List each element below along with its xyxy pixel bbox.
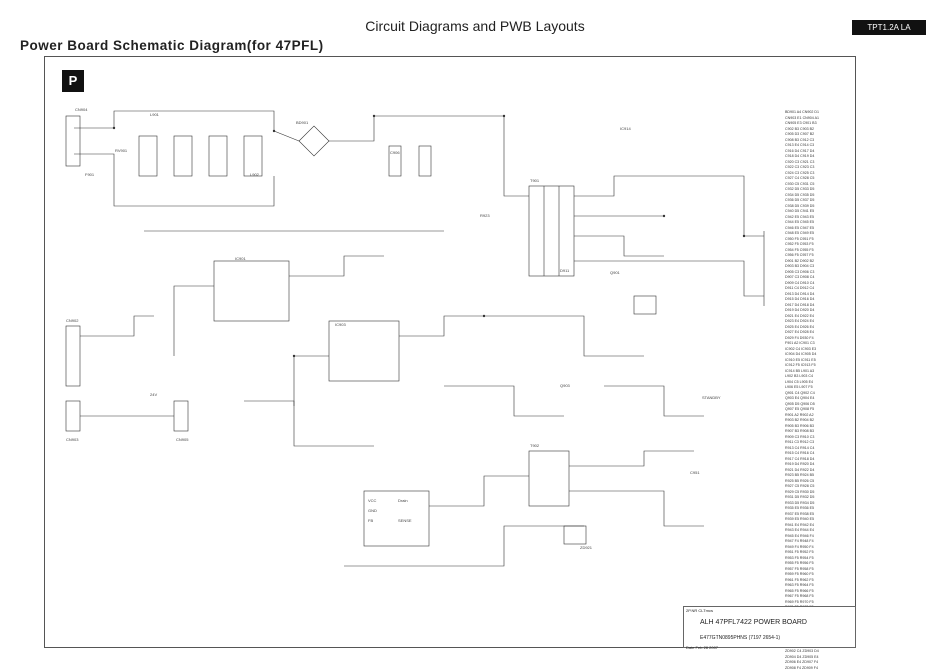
page-title: Circuit Diagrams and PWB Layouts (0, 18, 950, 34)
label-f901: F901 (85, 172, 94, 177)
label-zd921: ZD921 (580, 545, 592, 550)
label-vcc: VCC (368, 498, 376, 503)
label-standby: STANDBY (702, 395, 721, 400)
title-block-header: 2P.NR CLTmcs (686, 608, 713, 613)
label-ic903: IC903 (335, 322, 346, 327)
label-c951: C951 (690, 470, 700, 475)
ac-connector (66, 116, 80, 166)
label-sense: SENSE (398, 518, 412, 523)
board-name: ALH 47PFL7422 POWER BOARD (700, 619, 807, 626)
wiring (66, 111, 764, 566)
label-fb: FB (368, 518, 373, 523)
ic901 (214, 261, 289, 321)
version-badge: TPT1.2A LA (852, 20, 926, 35)
label-cn905: CN905 (176, 437, 188, 442)
label-rv901: RV901 (115, 148, 127, 153)
cn902-connector (66, 326, 80, 386)
transformer-t901 (529, 186, 574, 276)
label-cn903: CN903 (66, 437, 78, 442)
label-l902: L902 (250, 172, 259, 177)
transformer-t902 (529, 451, 569, 506)
label-l901: L901 (150, 112, 159, 117)
label-q903: Q903 (560, 383, 570, 388)
label-q901: Q901 (610, 270, 620, 275)
label-ic914: IC914 (620, 126, 631, 131)
label-drain: Drain (398, 498, 408, 503)
optocoupler-1 (634, 296, 656, 314)
label-bd901: BD901 (296, 120, 308, 125)
label-24v: 24V (150, 392, 157, 397)
label-cn904: CN904 (75, 107, 87, 112)
label-t901: T901 (530, 178, 539, 183)
schematic-diagram (44, 56, 856, 648)
ic903 (329, 321, 399, 381)
junction-dots (113, 115, 745, 357)
label-c906: C906 (390, 150, 400, 155)
part-number: E477GTN0895PHNS (7197 2654-1) (700, 635, 780, 641)
title-block-date: Date Feb 28 2007 (686, 645, 718, 650)
optocoupler-2 (564, 526, 586, 544)
label-ic901: IC901 (235, 256, 246, 261)
label-t902: T902 (530, 443, 539, 448)
section-title: Power Board Schematic Diagram(for 47PFL) (20, 38, 324, 53)
label-r923: R923 (480, 213, 490, 218)
cn905-connector (174, 401, 188, 431)
label-cn902: CN902 (66, 318, 78, 323)
cn903-connector (66, 401, 80, 431)
label-gnd: GND (368, 508, 377, 513)
label-d911: D911 (560, 268, 569, 273)
ref-table-row: ZD908 F4 ZD909 F4 (785, 666, 849, 671)
bridge-rectifier (299, 126, 329, 156)
